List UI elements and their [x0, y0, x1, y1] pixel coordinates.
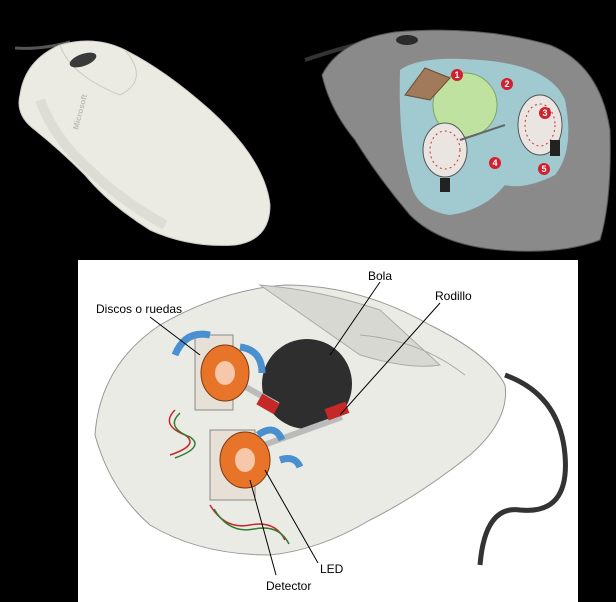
marker-1: 1	[451, 69, 463, 81]
marker-3: 3	[539, 107, 551, 119]
svg-text:1: 1	[454, 70, 459, 80]
mouse-ball	[262, 339, 352, 429]
mouse-body	[18, 40, 271, 246]
plain-mouse-photo: Microsoft	[0, 0, 300, 255]
encoder-disc	[422, 122, 468, 178]
label-detector: Detector	[266, 579, 311, 593]
svg-text:5: 5	[541, 164, 546, 174]
rotation-arrow	[239, 343, 266, 374]
rotation-arrow	[278, 455, 304, 469]
scroll-wheel	[69, 52, 97, 68]
label-rodillo: Rodillo	[435, 289, 472, 303]
mouse-ball	[432, 72, 498, 138]
mouse-cable	[477, 372, 568, 566]
svg-text:2: 2	[504, 79, 509, 89]
cutaway-mouse-diagram: 1 2 3 4 5	[300, 0, 616, 255]
label-discos: Discos o ruedas	[96, 302, 182, 316]
rotation-arrow	[171, 330, 211, 357]
labeled-mouse-illustration: Bola Rodillo Discos o ruedas LED Detecto…	[0, 255, 616, 602]
marker-4: 4	[489, 157, 501, 169]
marker-5: 5	[538, 163, 550, 175]
svg-text:3: 3	[542, 108, 547, 118]
label-led: LED	[320, 562, 344, 576]
marker-2: 2	[501, 78, 513, 90]
svg-text:4: 4	[492, 158, 497, 168]
rotation-arrow	[255, 426, 286, 442]
scroll-wheel	[396, 35, 418, 45]
label-bola: Bola	[368, 269, 392, 283]
